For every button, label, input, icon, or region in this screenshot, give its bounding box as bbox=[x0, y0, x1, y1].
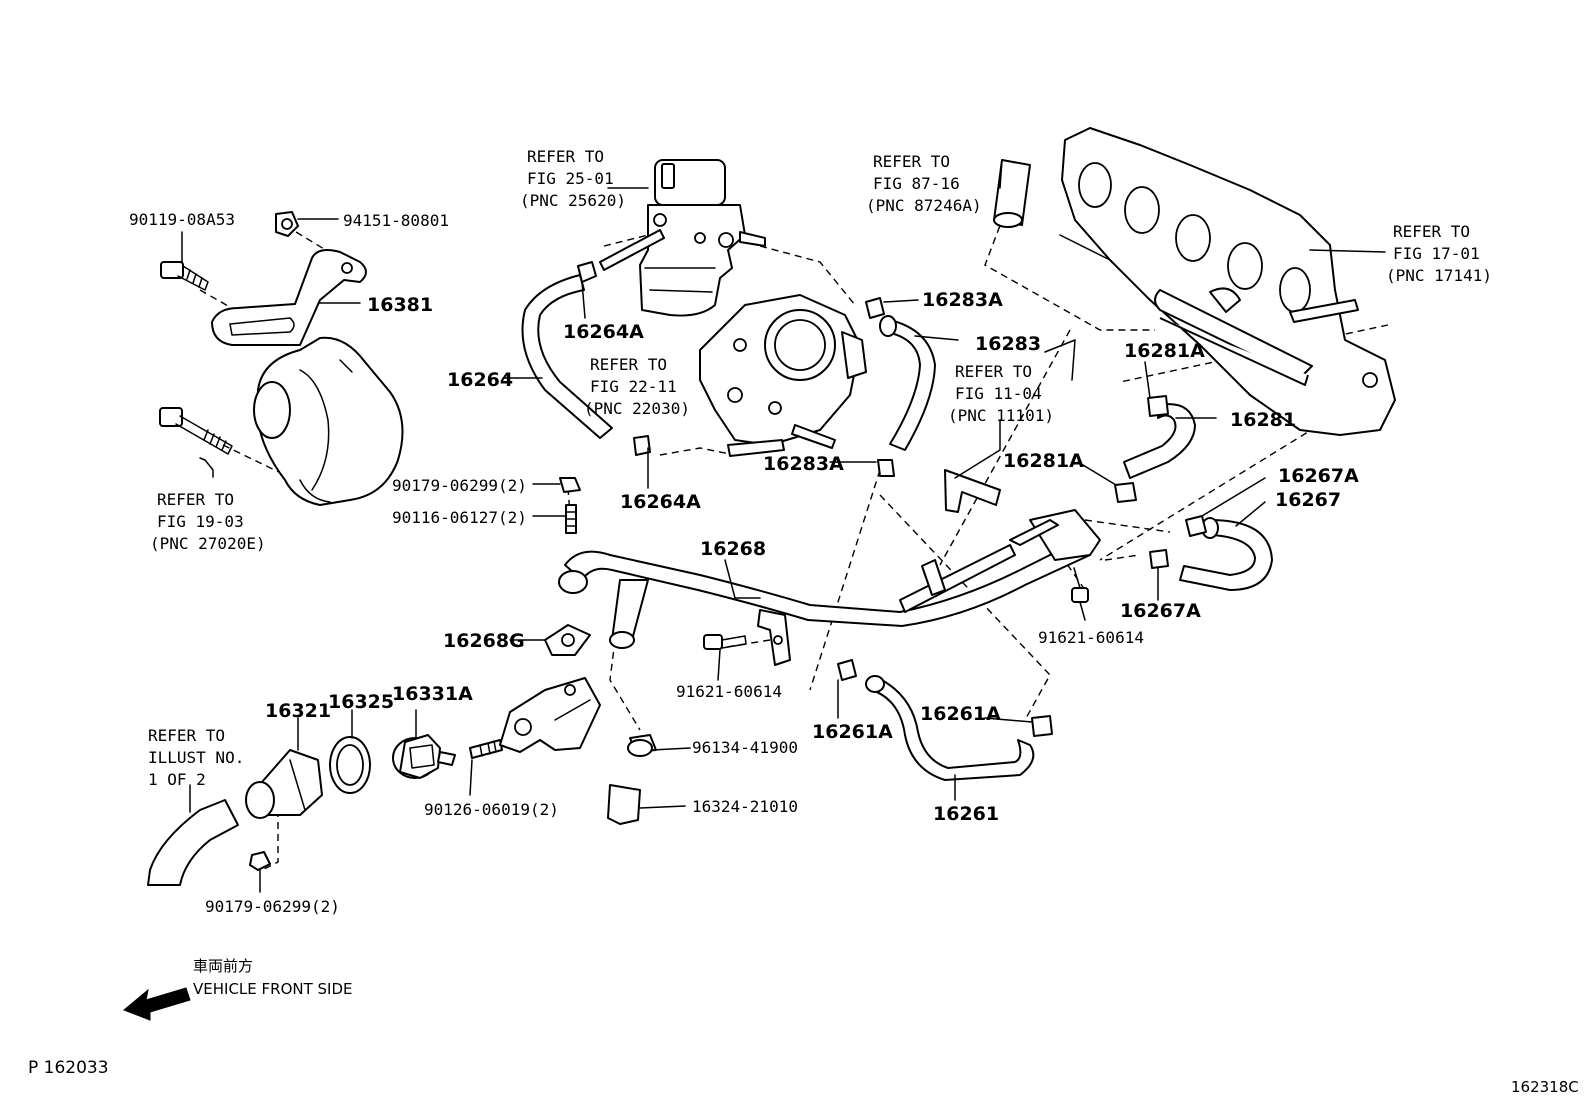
alternator-assembly bbox=[159, 211, 404, 506]
part-16283: 16283 bbox=[975, 333, 1041, 355]
bolt-refer-19-03 bbox=[159, 407, 233, 455]
vehicle-front-en: VEHICLE FRONT SIDE bbox=[193, 980, 353, 998]
part-90179-06299-top: 90179-06299(2) bbox=[392, 476, 527, 495]
ref-17-01-line1: REFER TO bbox=[1393, 222, 1470, 241]
bolt-90119 bbox=[160, 261, 209, 291]
part-96134-41900: 96134-41900 bbox=[692, 738, 798, 757]
ref-25-01-line1: REFER TO bbox=[527, 147, 604, 166]
ref-19-03-line3: (PNC 27020E) bbox=[150, 534, 266, 553]
ref-22-11-line3: (PNC 22030) bbox=[584, 399, 690, 418]
ref-87-16-line2: FIG 87-16 bbox=[873, 174, 960, 193]
part-90116-06127: 90116-06127(2) bbox=[392, 508, 527, 527]
part-91621-60614-left: 91621-60614 bbox=[676, 682, 782, 701]
front-arrow-icon bbox=[123, 987, 191, 1021]
throttle-body bbox=[699, 294, 867, 457]
part-16268: 16268 bbox=[700, 538, 766, 560]
intake-manifold bbox=[1059, 127, 1396, 436]
vehicle-front-jp: 車両前方 bbox=[193, 957, 253, 975]
part-16283a-bottom: 16283A bbox=[763, 453, 844, 475]
ref-illust-line3: 1 OF 2 bbox=[148, 770, 206, 789]
part-callouts: 90119-08A53 94151-80801 16381 16264A 162… bbox=[129, 210, 1359, 916]
bypass-pipe-16268 bbox=[544, 509, 1101, 666]
ref-25-01-line2: FIG 25-01 bbox=[527, 169, 614, 188]
footer: 車両前方 VEHICLE FRONT SIDE P 162033 162318C bbox=[28, 957, 1579, 1096]
part-16268g: 16268G bbox=[443, 630, 525, 652]
ref-25-01-line3: (PNC 25620) bbox=[520, 191, 626, 210]
part-16281: 16281 bbox=[1230, 409, 1296, 431]
ref-22-11-line1: REFER TO bbox=[590, 355, 667, 374]
part-16325: 16325 bbox=[328, 691, 394, 713]
nut-94151 bbox=[275, 211, 299, 237]
part-90179-06299-bottom: 90179-06299(2) bbox=[205, 897, 340, 916]
alternator bbox=[257, 336, 404, 506]
part-16324-21010: 16324-21010 bbox=[692, 797, 798, 816]
part-16261: 16261 bbox=[933, 803, 999, 825]
leader-lines bbox=[181, 159, 1386, 893]
ref-illust-line2: ILLUST NO. bbox=[148, 748, 244, 767]
part-94151-80801: 94151-80801 bbox=[343, 211, 449, 230]
part-16267a-bottom: 16267A bbox=[1120, 600, 1201, 622]
figure-code: 162318C bbox=[1511, 1078, 1579, 1096]
ref-11-04-line3: (PNC 11101) bbox=[948, 406, 1054, 425]
part-16267a-top: 16267A bbox=[1278, 465, 1359, 487]
part-16261a-left: 16261A bbox=[812, 721, 893, 743]
hoses bbox=[521, 159, 1273, 781]
ref-87-16-line3: (PNC 87246A) bbox=[866, 196, 982, 215]
part-16281a-top: 16281A bbox=[1124, 340, 1205, 362]
page-code: P 162033 bbox=[28, 1058, 109, 1078]
ref-11-04-line2: FIG 11-04 bbox=[955, 384, 1042, 403]
part-16331a: 16331A bbox=[392, 683, 473, 705]
part-16381: 16381 bbox=[367, 294, 433, 316]
ref-19-03-line2: FIG 19-03 bbox=[157, 512, 244, 531]
ref-11-04-line1: REFER TO bbox=[955, 362, 1032, 381]
part-16281a-bottom: 16281A bbox=[1003, 450, 1084, 472]
fasteners bbox=[559, 477, 1089, 650]
ref-17-01-line2: FIG 17-01 bbox=[1393, 244, 1480, 263]
part-16283a-top: 16283A bbox=[922, 289, 1003, 311]
reference-notes: REFER TO FIG 25-01 (PNC 25620) REFER TO … bbox=[148, 147, 1492, 789]
part-90119-08a53: 90119-08A53 bbox=[129, 210, 235, 229]
egr-valve bbox=[599, 159, 766, 317]
part-16264: 16264 bbox=[447, 369, 513, 391]
ref-17-01-line3: (PNC 17141) bbox=[1386, 266, 1492, 285]
part-16261a-right: 16261A bbox=[920, 703, 1001, 725]
ref-87-16-line1: REFER TO bbox=[873, 152, 950, 171]
ref-19-03-line1: REFER TO bbox=[157, 490, 234, 509]
part-16321: 16321 bbox=[265, 700, 331, 722]
part-91621-60614-right: 91621-60614 bbox=[1038, 628, 1144, 647]
part-90126-06019: 90126-06019(2) bbox=[424, 800, 559, 819]
ref-illust-line1: REFER TO bbox=[148, 726, 225, 745]
ref-22-11-line2: FIG 22-11 bbox=[590, 377, 677, 396]
part-16264a-bottom: 16264A bbox=[620, 491, 701, 513]
part-16267: 16267 bbox=[1275, 489, 1341, 511]
part-16264a-top: 16264A bbox=[563, 321, 644, 343]
thermostat-group bbox=[147, 677, 657, 886]
